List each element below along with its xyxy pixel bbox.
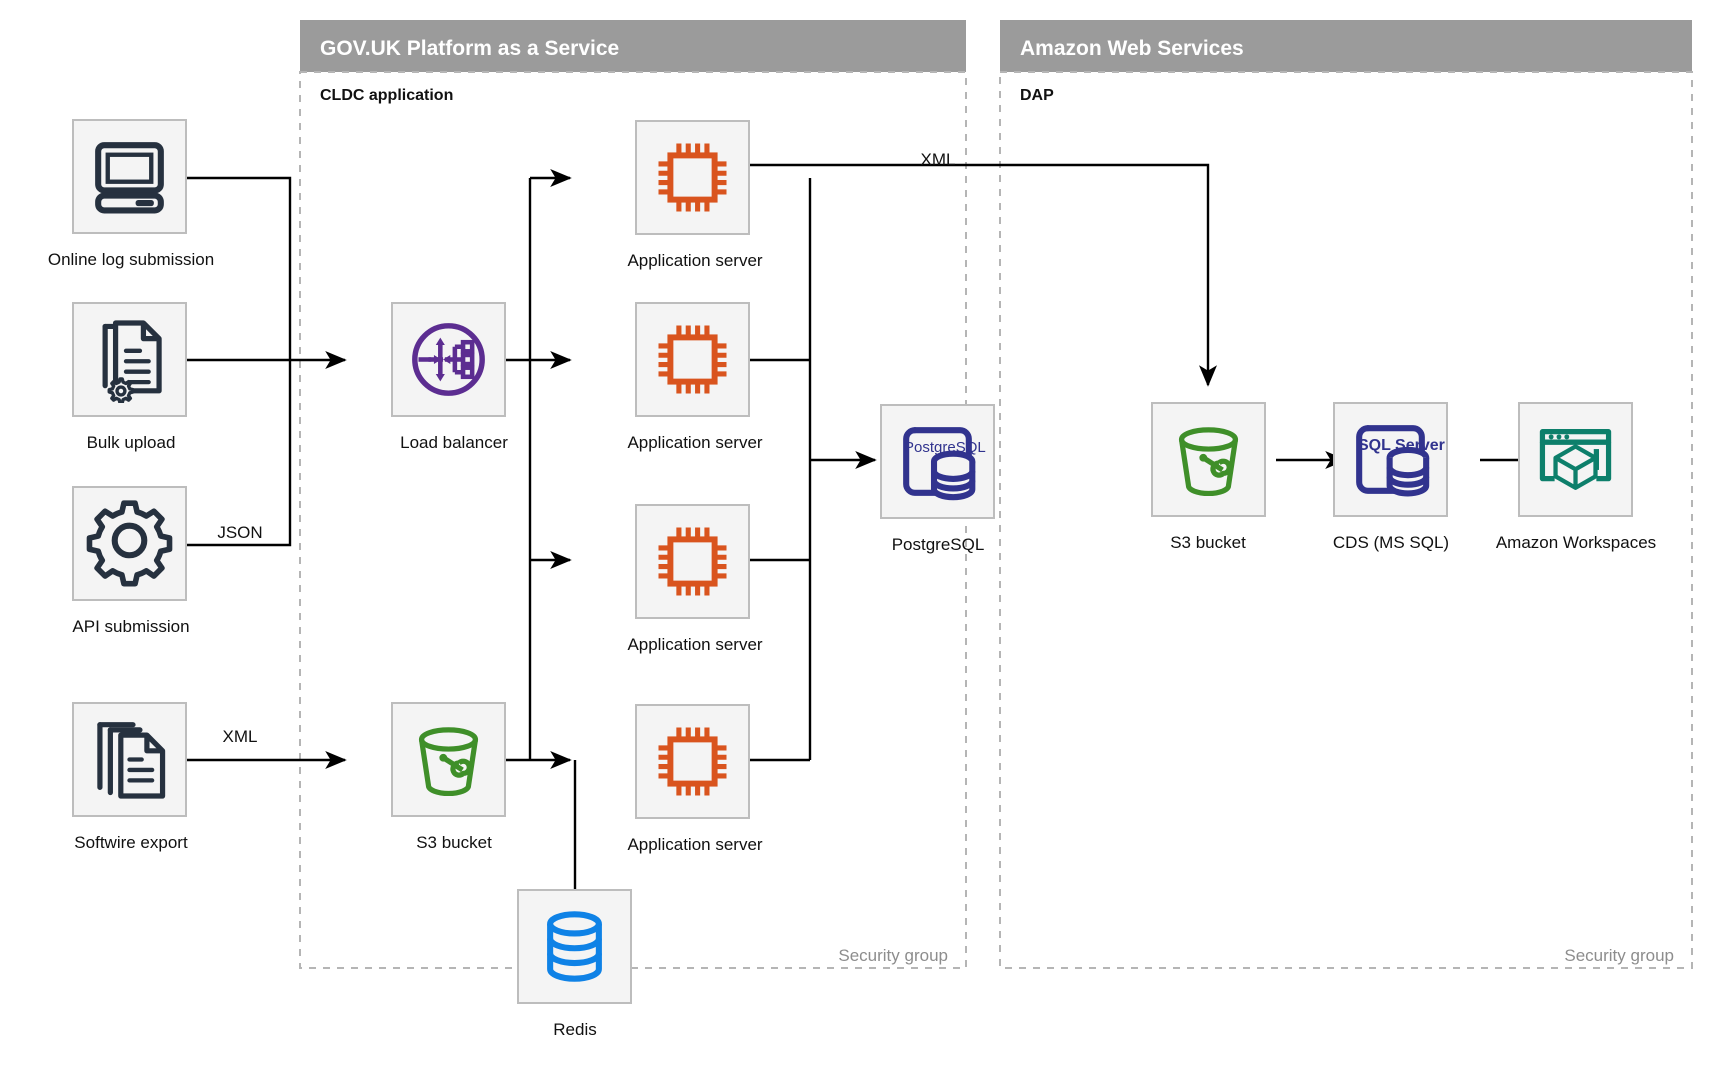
- node-api-submission[interactable]: API submission: [72, 486, 190, 636]
- node-redis[interactable]: Redis: [517, 889, 632, 1039]
- zone-govuk-header-bar: [300, 20, 966, 72]
- node-application-server-1[interactable]: Application server: [627, 120, 763, 270]
- application-server-1-tile[interactable]: [635, 120, 750, 235]
- postgresql-label: PostgreSQL: [892, 535, 985, 554]
- node-application-server-2[interactable]: Application server: [627, 302, 763, 452]
- application-server-4-label: Application server: [627, 835, 762, 854]
- load-balancer-label: Load balancer: [400, 433, 508, 452]
- edge-label-appserver-xml: XML: [921, 150, 956, 169]
- node-amazon-workspaces[interactable]: Amazon Workspaces: [1496, 402, 1656, 552]
- application-server-1-label: Application server: [627, 251, 762, 270]
- node-application-server-3[interactable]: Application server: [627, 504, 763, 654]
- node-application-server-4[interactable]: Application server: [627, 704, 763, 854]
- node-postgresql[interactable]: PostgreSQL PostgreSQL: [880, 404, 995, 554]
- node-softwire-export[interactable]: Softwire export: [72, 702, 188, 852]
- cldc-application-title: CLDC application: [320, 87, 453, 104]
- paas-s3-bucket-label: S3 bucket: [416, 833, 492, 852]
- softwire-export-label: Softwire export: [74, 833, 188, 852]
- paas-security-group-label: Security group: [838, 946, 948, 965]
- zone-govuk-paas: GOV.UK Platform as a Service CLDC applic…: [299, 20, 967, 969]
- cds-ms-sql-label: CDS (MS SQL): [1333, 533, 1449, 552]
- zone-aws: Amazon Web Services DAP Security group: [999, 20, 1693, 969]
- node-paas-s3-bucket[interactable]: S3 bucket: [391, 702, 506, 852]
- application-server-4-tile[interactable]: [635, 704, 750, 819]
- node-load-balancer[interactable]: Load balancer: [391, 302, 508, 452]
- redis-label: Redis: [553, 1020, 596, 1039]
- node-bulk-upload[interactable]: Bulk upload: [72, 302, 187, 452]
- amazon-workspaces-tile[interactable]: [1518, 402, 1633, 517]
- connector-layer: [186, 163, 1550, 890]
- amazon-workspaces-label: Amazon Workspaces: [1496, 533, 1656, 552]
- node-cds-ms-sql[interactable]: SQL Server CDS (MS SQL): [1333, 402, 1449, 552]
- zone-aws-title: Amazon Web Services: [1020, 37, 1244, 60]
- api-submission-label: API submission: [72, 617, 189, 636]
- edge-appserver1-xml-to-aws-s3: [700, 163, 1217, 387]
- application-server-2-tile[interactable]: [635, 302, 750, 417]
- application-server-2-label: Application server: [627, 433, 762, 452]
- sql-server-badge-text: SQL Server: [1358, 437, 1445, 454]
- cldc-application-boundary: [299, 71, 967, 969]
- edge-label-json: JSON: [217, 523, 262, 542]
- node-online-log-submission[interactable]: Online log submission: [48, 119, 214, 269]
- application-server-3-tile[interactable]: [635, 504, 750, 619]
- bulk-upload-label: Bulk upload: [87, 433, 176, 452]
- aws-s3-bucket-label: S3 bucket: [1170, 533, 1246, 552]
- postgresql-badge-text: PostgreSQL: [904, 439, 986, 456]
- zone-aws-header-bar: [1000, 20, 1692, 72]
- node-aws-s3-bucket[interactable]: S3 bucket: [1151, 402, 1266, 552]
- edge-api-to-bus: [186, 360, 292, 547]
- zone-govuk-title: GOV.UK Platform as a Service: [320, 37, 619, 60]
- application-server-3-label: Application server: [627, 635, 762, 654]
- document-gear-icon: [105, 323, 159, 403]
- gear-icon: [89, 503, 169, 583]
- online-log-submission-label: Online log submission: [48, 250, 214, 269]
- aws-security-group-label: Security group: [1564, 946, 1674, 965]
- online-log-submission-tile[interactable]: [72, 119, 187, 234]
- dap-boundary: [999, 71, 1693, 969]
- dap-title: DAP: [1020, 87, 1054, 104]
- edge-label-softwire-xml: XML: [223, 727, 258, 746]
- edge-online-log-to-bus: [186, 176, 292, 360]
